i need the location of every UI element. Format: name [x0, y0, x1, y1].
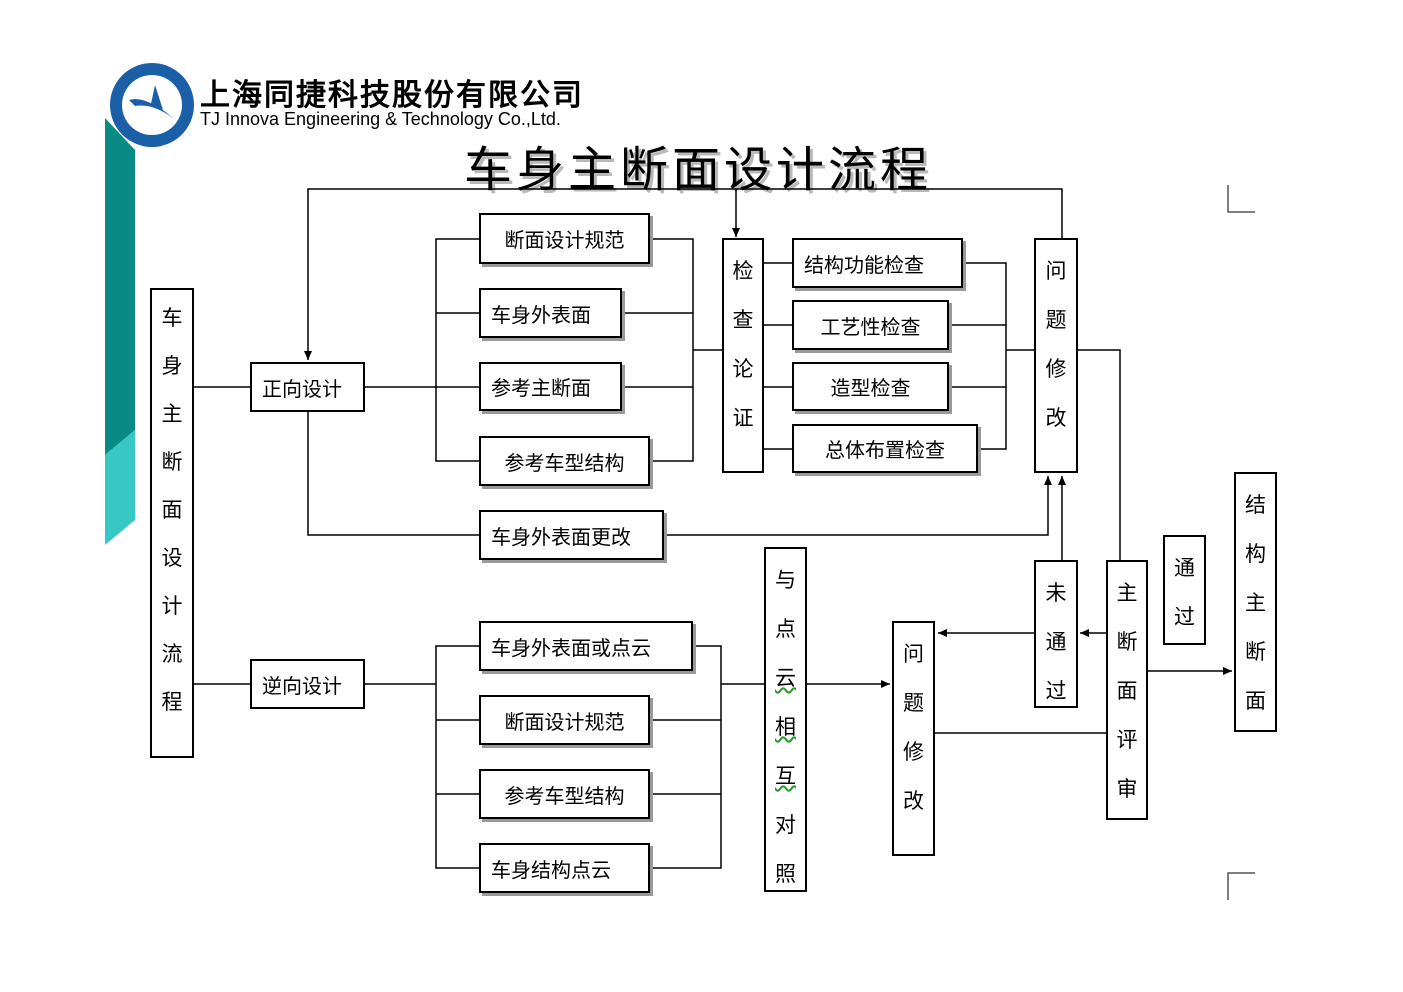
crop-mark-bottom-right	[1227, 872, 1255, 900]
rev-input-box: 断面设计规范	[479, 695, 650, 745]
cloud-compare-char: 点	[775, 617, 796, 641]
result-char: 结	[1245, 493, 1266, 517]
decorative-side-band	[105, 118, 135, 545]
problem-fix-char: 题	[903, 691, 924, 715]
rev-input-box: 车身结构点云	[479, 843, 650, 893]
cloud-compare-char: 互	[775, 764, 796, 788]
problem-fix-char: 题	[1045, 308, 1067, 332]
problem-fix-bottom-box: 问 题 修 改	[892, 621, 935, 856]
cloud-compare-box: 与 点 云 相 互 对 照	[764, 547, 807, 892]
cloud-compare-char: 照	[775, 862, 796, 886]
structure-section-result-box: 结 构 主 断 面	[1234, 472, 1277, 732]
result-char: 面	[1245, 689, 1266, 713]
cloud-compare-char: 云	[775, 666, 796, 690]
problem-fix-char: 改	[903, 789, 924, 813]
check-item-box: 工艺性检查	[792, 300, 949, 350]
root-char: 计	[161, 594, 183, 618]
pass-char: 通	[1174, 556, 1195, 580]
fwd-input-box: 车身外表面	[479, 288, 622, 338]
cloud-compare-char: 对	[775, 813, 796, 837]
result-char: 构	[1245, 542, 1266, 566]
root-char: 断	[161, 450, 183, 474]
rev-input-box: 车身外表面或点云	[479, 621, 693, 671]
root-char: 设	[161, 546, 183, 570]
rev-input-box: 参考车型结构	[479, 769, 650, 819]
section-review-box: 主 断 面 评 审	[1106, 560, 1148, 820]
pass-box: 通 过	[1163, 535, 1206, 645]
problem-fix-char: 问	[903, 642, 924, 666]
not-pass-box: 未 通 过	[1034, 560, 1078, 708]
surface-change-box: 车身外表面更改	[479, 510, 664, 560]
check-item-box: 结构功能检查	[792, 238, 963, 288]
result-char: 断	[1245, 640, 1266, 664]
not-pass-char: 未	[1045, 581, 1067, 605]
section-review-char: 主	[1116, 581, 1138, 605]
problem-fix-char: 修	[1045, 357, 1067, 381]
section-review-char: 面	[1116, 679, 1138, 703]
result-char: 主	[1245, 591, 1266, 615]
root-char: 车	[161, 306, 183, 330]
fwd-input-box: 参考主断面	[479, 362, 622, 411]
not-pass-char: 过	[1045, 679, 1067, 703]
check-verify-char: 证	[732, 406, 754, 430]
check-verify-char: 论	[732, 357, 754, 381]
problem-fix-char: 问	[1045, 259, 1067, 283]
problem-fix-char: 修	[903, 740, 924, 764]
cloud-compare-char: 与	[775, 568, 796, 592]
fwd-input-box: 参考车型结构	[479, 436, 650, 486]
crop-mark-top-right	[1227, 185, 1255, 213]
root-char: 身	[161, 354, 183, 378]
root-char: 流	[161, 642, 183, 666]
section-review-char: 评	[1116, 728, 1138, 752]
forward-design-box: 正向设计	[250, 362, 365, 412]
check-verify-box: 检 查 论 证	[722, 238, 764, 473]
check-verify-char: 查	[732, 308, 754, 332]
fwd-input-box: 断面设计规范	[479, 213, 650, 264]
company-logo-icon	[110, 63, 194, 147]
problem-fix-char: 改	[1045, 406, 1067, 430]
reverse-design-box: 逆向设计	[250, 659, 365, 709]
problem-fix-top-box: 问 题 修 改	[1034, 238, 1078, 473]
check-item-box: 造型检查	[792, 362, 949, 411]
root-char: 程	[161, 690, 183, 714]
company-name-en: TJ Innova Engineering & Technology Co.,L…	[200, 109, 561, 129]
check-verify-char: 检	[732, 259, 754, 283]
company-name-cn: 上海同捷科技股份有限公司	[200, 78, 584, 113]
cloud-compare-char: 相	[775, 715, 796, 739]
pass-char: 过	[1174, 605, 1195, 629]
not-pass-char: 通	[1045, 630, 1067, 654]
root-process-box: 车 身 主 断 面 设 计 流 程	[150, 288, 194, 758]
section-review-char: 断	[1116, 630, 1138, 654]
check-item-box: 总体布置检查	[792, 424, 978, 473]
root-char: 面	[161, 498, 183, 522]
root-char: 主	[161, 402, 183, 426]
section-review-char: 审	[1116, 777, 1138, 801]
